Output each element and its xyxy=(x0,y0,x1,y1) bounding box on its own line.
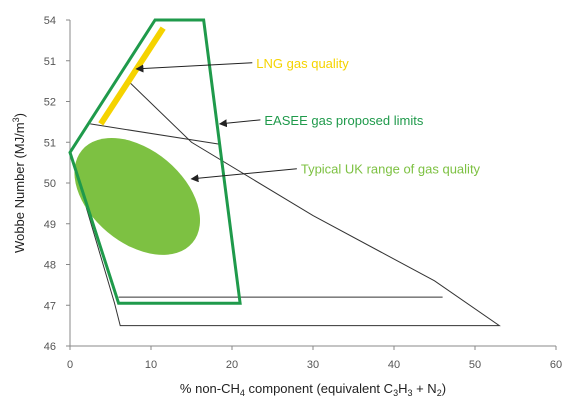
y-axis-title: Wobbe Number (MJ/m3) xyxy=(11,113,27,253)
y-tick-label: 46 xyxy=(44,341,56,353)
uk-range-region xyxy=(74,138,201,255)
x-tick-label: 0 xyxy=(67,359,73,371)
envelope-line xyxy=(69,80,501,327)
x-tick-label: 20 xyxy=(226,359,238,371)
x-tick-label: 40 xyxy=(388,359,400,371)
x-tick-label: 30 xyxy=(307,359,319,371)
series-lng-quality xyxy=(98,26,166,126)
y-tick-label: 49 xyxy=(44,219,56,231)
annotation-label: LNG gas quality xyxy=(256,56,349,71)
axes: 0 10 20 30 40 50 60 46 47 48 49 50 51 52 51 54 xyxy=(44,15,562,371)
marks xyxy=(68,18,501,327)
y-tick-label: 51 xyxy=(44,137,56,149)
x-tick-label: 50 xyxy=(469,359,481,371)
y-tick-label: 54 xyxy=(44,15,56,27)
series-easee-limits xyxy=(68,18,242,305)
annotation-label: EASEE gas proposed limits xyxy=(264,113,423,128)
annotation-label: Typical UK range of gas quality xyxy=(301,162,481,177)
annotation-arrow xyxy=(190,168,297,183)
y-tick-label: 52 xyxy=(44,97,56,109)
y-tick-label: 51 xyxy=(44,56,56,68)
x-tick-label: 10 xyxy=(145,359,157,371)
envelope-line xyxy=(90,123,220,145)
annotation-arrow xyxy=(135,62,253,73)
x-axis-title: % non-CH4 component (equivalent C3H3 + N… xyxy=(180,381,446,398)
y-tick-label: 47 xyxy=(44,300,56,312)
y-tick-label: 50 xyxy=(44,178,56,190)
y-tick-label: 48 xyxy=(44,260,56,272)
x-tick-label: 60 xyxy=(550,359,562,371)
annotation-arrow xyxy=(218,119,261,128)
